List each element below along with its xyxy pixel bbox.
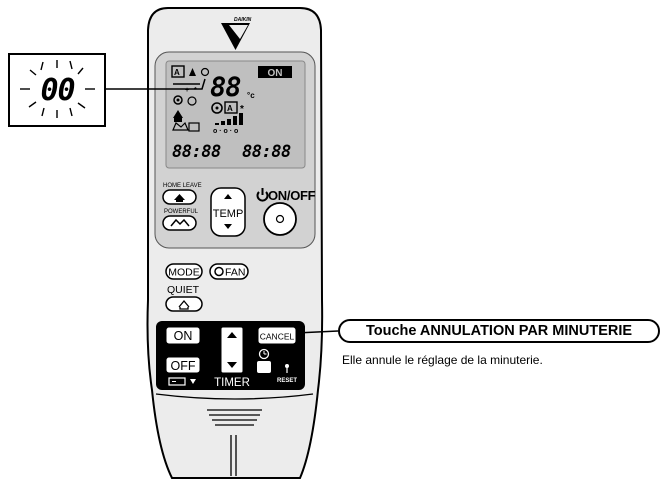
- power-icon: [256, 188, 269, 202]
- on-off-label: ON/OFF: [268, 188, 316, 203]
- clock-button[interactable]: [257, 361, 271, 373]
- svg-text:*: *: [240, 104, 244, 115]
- temp-button[interactable]: [210, 187, 246, 237]
- cancel-label: CANCEL: [260, 332, 295, 342]
- home-leave-label: HOME LEAVE: [163, 183, 202, 189]
- blink-rays: [20, 60, 95, 118]
- svg-text:*: *: [194, 87, 197, 94]
- reset-label: RESET: [277, 378, 297, 384]
- lcd-temp-digits: 88: [210, 72, 241, 103]
- timer-label: TIMER: [214, 377, 250, 389]
- lcd-fan-icons: A * o · o · o: [211, 101, 244, 135]
- timer-on-button[interactable]: [165, 326, 201, 345]
- mode-label: MODE: [168, 267, 200, 279]
- svg-text:A: A: [174, 68, 180, 77]
- callout-label: Touche ANNULATION PAR MINUTERIE: [338, 319, 660, 343]
- quiet-icon: [178, 299, 190, 310]
- daikin-logo: DAIKIN: [221, 17, 252, 50]
- fan-label: FAN: [225, 267, 245, 279]
- on-off-button-dot: [275, 214, 285, 224]
- temp-down-icon: [224, 224, 232, 229]
- timer-down-icon: [227, 362, 237, 368]
- timer-off-label: OFF: [171, 359, 196, 373]
- powerful-icon: [170, 218, 190, 227]
- lcd-timer-right: 88:88: [242, 142, 291, 162]
- lcd-on-indicator-box: [258, 66, 292, 78]
- zoom-leader-line: [105, 78, 206, 90]
- lcd-on-indicator: ON: [268, 68, 283, 79]
- remote-bottom-grooves: [155, 393, 314, 476]
- timer-on-label: ON: [174, 329, 193, 343]
- cancel-leader-line: [295, 330, 339, 334]
- timer-off-button[interactable]: [165, 356, 201, 374]
- clock-icon: [258, 348, 270, 360]
- lcd-temp-unit: °c: [247, 91, 255, 100]
- temp-label: TEMP: [213, 208, 244, 220]
- reset-pin-icon: [285, 364, 289, 373]
- powerful-label: POWERFUL: [164, 209, 199, 215]
- timer-updown-button[interactable]: [220, 326, 244, 374]
- on-off-button[interactable]: [263, 202, 297, 236]
- lcd-timer-left: 88:88: [172, 142, 221, 162]
- temp-up-icon: [224, 194, 232, 199]
- battery-icon: [168, 377, 196, 386]
- mode-button[interactable]: [165, 263, 203, 280]
- svg-text:o · o · o: o · o · o: [213, 128, 238, 135]
- brand-text: DAIKIN: [234, 17, 252, 23]
- timer-up-icon: [227, 332, 237, 338]
- lcd-screen: [165, 60, 306, 169]
- svg-text:+: +: [185, 87, 189, 94]
- callout-description: Elle annule le réglage de la minuterie.: [342, 353, 543, 367]
- lcd-mode-icons: A + *: [171, 65, 210, 132]
- fan-icon: [214, 266, 224, 277]
- home-icon: [174, 194, 185, 202]
- svg-text:A: A: [227, 104, 233, 113]
- quiet-label: QUIET: [167, 284, 200, 296]
- cancel-button[interactable]: [257, 326, 297, 345]
- zoom-display: 00: [40, 73, 74, 108]
- quiet-button[interactable]: [165, 296, 203, 312]
